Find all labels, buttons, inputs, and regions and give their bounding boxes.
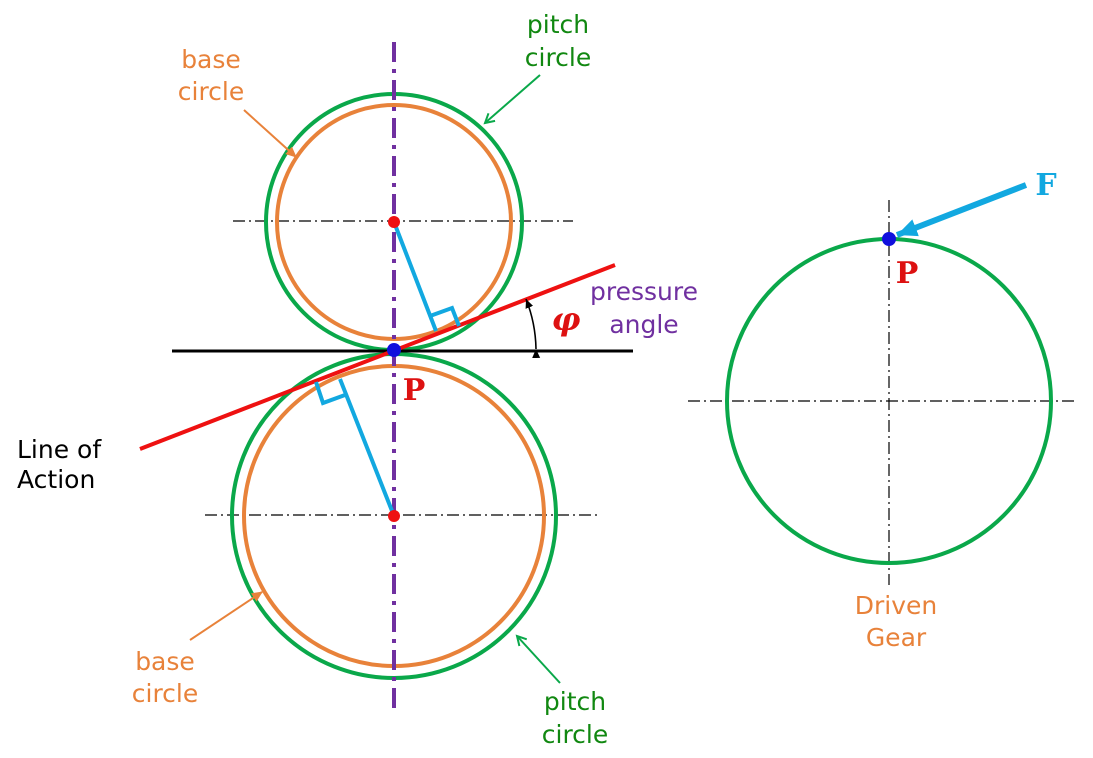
bottom-gear-center [388,510,400,522]
driven-pitch-point-marker [882,232,896,246]
line-of-action-label: Line of [17,435,102,464]
top-radius-line [392,221,438,332]
top-base-circle-pointer [243,109,297,158]
top-base-circle-label-line2: circle [178,77,245,106]
pressure-angle-arc [525,298,541,359]
driven-gear-label-line2: Gear [866,623,927,652]
bottom-base-circle-pointer [189,591,263,641]
pressure-angle-label-line2: angle [609,310,678,339]
driven-pitch-point-label: P [896,256,919,291]
driven-gear-label: Driven [855,591,938,620]
top-pitch-circle-pointer [485,74,541,123]
force-label: F [1035,168,1056,203]
top-pitch-circle-label-line2: circle [525,43,592,72]
line-of-action-label-line2: Action [17,465,95,494]
bottom-base-circle-label: base [135,647,195,676]
bottom-base-circle-label-line2: circle [132,679,199,708]
pitch-point-marker [387,343,401,357]
top-right-angle-mark [429,305,461,327]
top-base-circle-label: base [181,45,241,74]
bottom-right-angle-mark [314,381,346,406]
pressure-angle-label: pressure [590,277,698,306]
force-arrow [895,182,1028,238]
bottom-pitch-circle-label-line2: circle [542,720,609,749]
top-gear-center [388,216,400,228]
phi-symbol: φ [552,300,581,338]
bottom-radius-line [338,378,396,517]
bottom-pitch-circle-pointer [517,636,561,684]
bottom-pitch-circle-label: pitch [544,687,606,716]
line-of-action [139,263,616,451]
top-pitch-circle-label: pitch [527,10,589,39]
pitch-point-label: P [403,373,426,408]
